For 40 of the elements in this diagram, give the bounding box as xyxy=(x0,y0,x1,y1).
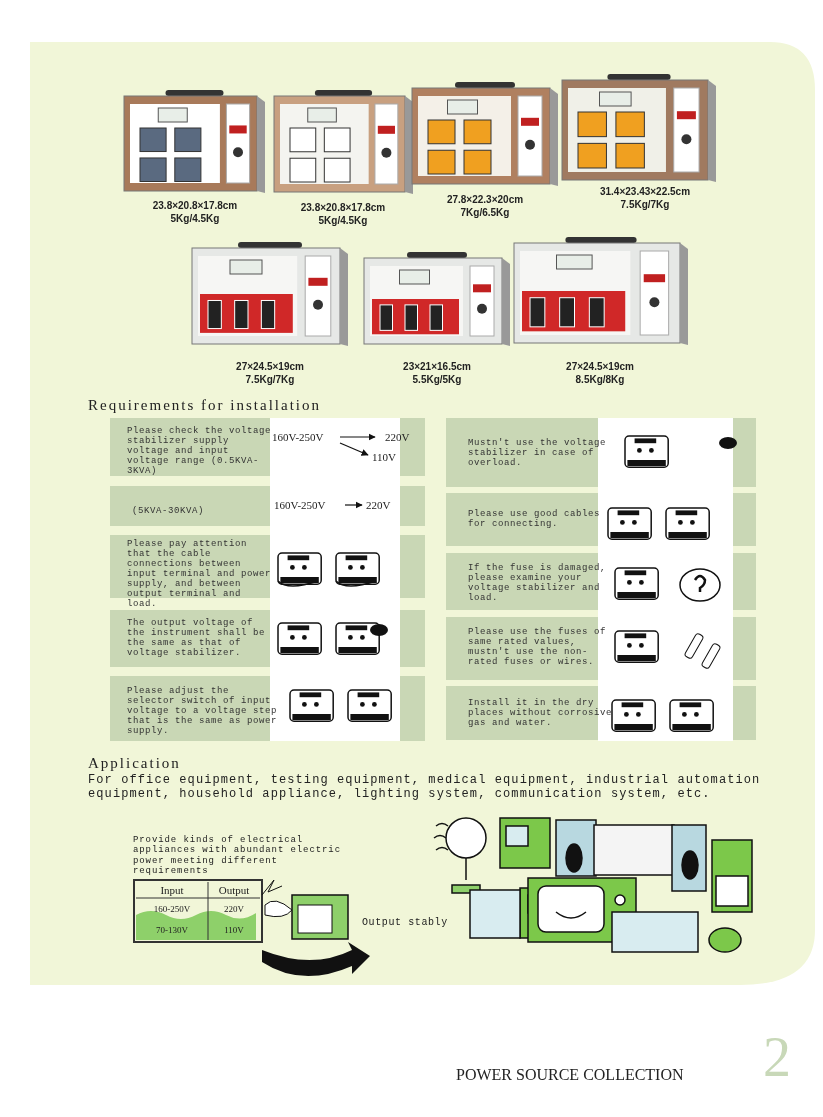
dimension-caption: 31.4×23.43×22.5cm xyxy=(598,186,692,198)
instruction-text: Please adjust the selector switch of input voltage to a voltage step that is the same as power supply. xyxy=(127,686,279,736)
voltage-label: 110V xyxy=(372,451,397,463)
dimension-caption: 27.8×22.3×20cm xyxy=(445,194,525,206)
dimension-caption: 27×24.5×19cm xyxy=(565,361,635,373)
dimension-caption: 23×21×16.5cm xyxy=(402,361,472,373)
table-cell-text: 70-130V xyxy=(155,924,189,937)
footer-title: POWER SOURCE COLLECTION xyxy=(456,1066,684,1084)
table-cell-text: Input xyxy=(159,883,185,898)
instruction-text: Install it in the dry places without corrosive gas and water. xyxy=(468,698,613,728)
description-text: Provide kinds of electrical appliances with abundant electric power meeting different requirements xyxy=(133,835,342,877)
voltage-label: 220V xyxy=(385,431,410,443)
application-text: For office equipment, testing equipment, medical equipment, industrial automation equipment, household appliance, lighting system, communication system, etc. xyxy=(88,774,762,802)
voltage-label: 220V xyxy=(366,499,391,511)
instruction-text: The output voltage of the instrument shall be the same as that of voltage stabilizer. xyxy=(127,618,267,658)
weight-caption: 5.5Kg/5Kg xyxy=(411,374,463,386)
dimension-caption: 23.8×20.8×17.8cm xyxy=(299,202,387,214)
table-cell-text: 220V xyxy=(223,903,245,916)
weight-caption: 7.5Kg/7Kg xyxy=(619,199,671,211)
instruction-text: Please use the fuses of same rated values, mustn't use the non-rated fuses or wires. xyxy=(468,627,608,667)
dimension-caption: 23.8×20.8×17.8cm xyxy=(151,200,239,212)
instruction-text: Please use good cables for connecting. xyxy=(468,509,602,529)
section-heading: Application xyxy=(88,755,181,772)
table-cell-text: 110V xyxy=(223,924,245,937)
weight-caption: 8.5Kg/8Kg xyxy=(574,374,626,386)
voltage-label: 160V-250V xyxy=(274,499,326,511)
table-cell-text: Output xyxy=(217,883,251,898)
output-note: Output stably xyxy=(362,917,448,928)
weight-caption: 7.5Kg/7Kg xyxy=(244,374,296,386)
voltage-label: 160V-250V xyxy=(272,431,324,443)
instruction-text: Mustn't use the voltage stabilizer in case of overload. xyxy=(468,438,608,468)
instruction-text: If the fuse is damaged, please examine your voltage stabilizer and load. xyxy=(468,563,608,603)
weight-caption: 5Kg/4.5Kg xyxy=(169,213,221,225)
page-number: 2 xyxy=(763,1025,791,1089)
instruction-text: Please pay attention that the cable connections between input terminal and power supply, and between output terminal and load. xyxy=(127,539,273,609)
weight-caption: 5Kg/4.5Kg xyxy=(317,215,369,227)
table-cell-text: 160-250V xyxy=(152,903,192,916)
weight-caption: 7Kg/6.5Kg xyxy=(459,207,511,219)
dimension-caption: 27×24.5×19cm xyxy=(235,361,305,373)
instruction-text: (5KVA-30KVA) xyxy=(132,506,205,516)
